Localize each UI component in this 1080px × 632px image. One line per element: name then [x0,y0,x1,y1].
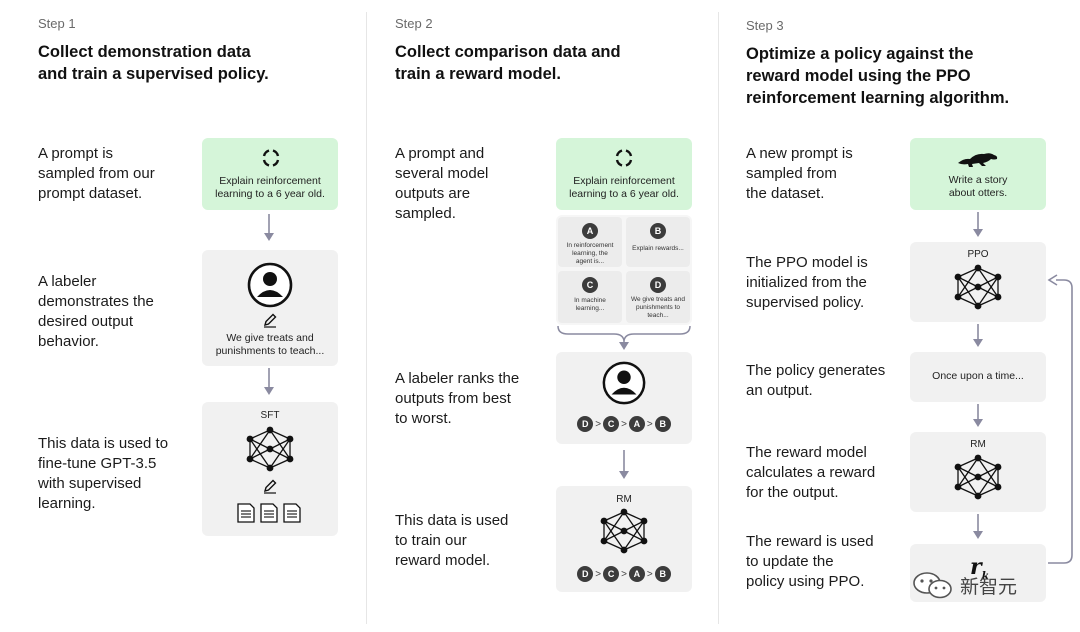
recycle-icon [262,149,280,167]
rank-badge: B [654,416,671,432]
down-arrow-icon [973,324,983,347]
recycle-icon [615,149,633,167]
otter-icon [958,153,998,167]
column-divider [366,12,367,624]
sft-label: SFT [260,410,280,421]
watermark: 新智元 [912,568,1052,602]
person-avatar-icon [247,262,293,308]
step3-label: Step 3 [746,18,784,33]
step1-sft-card: SFT [202,402,338,536]
step3-ppo-card: PPO [910,242,1046,322]
policy-output-text: Once upon a time... [932,370,1024,382]
column-divider [718,12,719,624]
down-arrow-icon [619,450,629,479]
step3-output-card: Once upon a time... [910,352,1046,402]
brace-connector-icon [557,325,691,350]
ppo-label: PPO [967,249,989,260]
output-letter-badge: D [650,277,666,293]
step2-ranking-card: D> C> A> B [556,352,692,444]
output-letter-badge: A [582,223,598,239]
watermark-text: 新智元 [960,575,1018,598]
ranking-order: D> C> A> B [556,566,692,582]
pencil-icon [263,313,277,328]
rank-badge: A [628,416,645,432]
rank-badge: D [577,566,594,582]
neural-network-icon [600,508,648,554]
neural-network-icon [246,426,294,472]
pencil-icon [263,479,277,494]
output-card-b: B Explain rewards... [626,217,690,267]
rank-badge: A [628,566,645,582]
documents-icon [237,503,301,523]
output-letter-badge: C [582,277,598,293]
neural-network-icon [954,454,1002,500]
down-arrow-icon [973,514,983,539]
feedback-loop-arrow-icon [1047,274,1073,564]
output-letter-badge: B [650,223,666,239]
rm-label: RM [970,439,986,450]
rank-badge: D [577,416,594,432]
person-avatar-icon [602,361,646,405]
step3-rm-card: RM [910,432,1046,512]
down-arrow-icon [973,404,983,427]
ranking-order: D> C> A> B [556,416,692,432]
rank-badge: C [603,416,620,432]
reward-symbol: rk [970,554,990,583]
step2-label: Step 2 [395,16,433,31]
down-arrow-icon [264,214,274,241]
rank-badge: B [654,566,671,582]
wechat-icon [913,572,952,599]
rank-badge: C [603,566,620,582]
rm-label: RM [616,494,632,505]
down-arrow-icon [264,368,274,395]
down-arrow-icon [973,212,983,237]
step2-rm-card: RM D> C> A> B [556,486,692,592]
neural-network-icon [954,264,1002,310]
step1-label: Step 1 [38,16,76,31]
